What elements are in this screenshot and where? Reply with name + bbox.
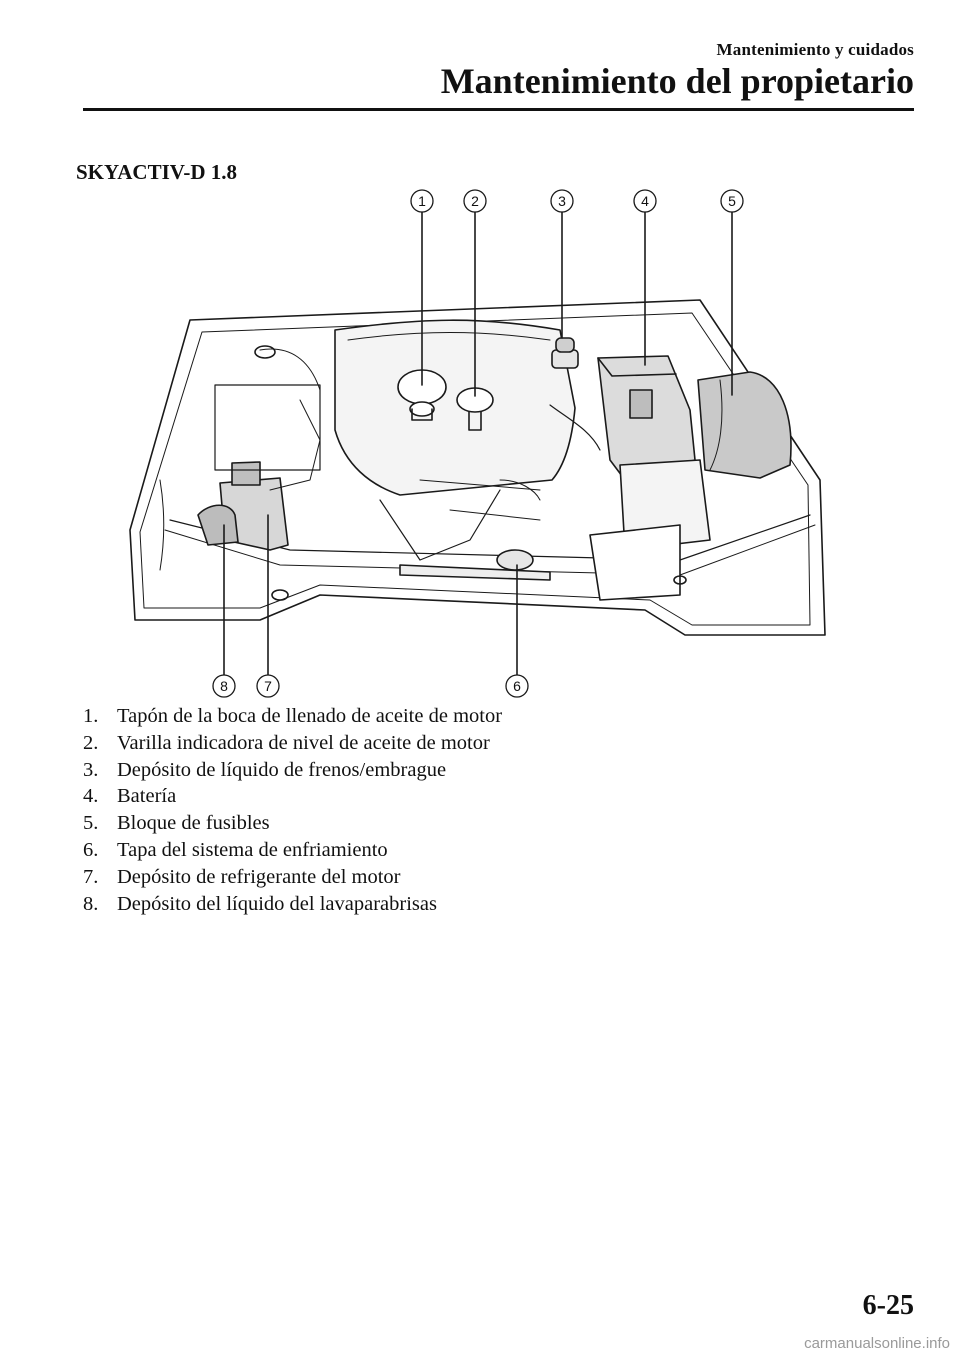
legend-item: 5.Bloque de fusibles bbox=[83, 812, 270, 835]
callout-2: 2 bbox=[463, 189, 487, 213]
watermark: carmanualsonline.info bbox=[804, 1335, 950, 1352]
callout-6: 6 bbox=[505, 674, 529, 698]
callout-7: 7 bbox=[256, 674, 280, 698]
svg-text:7: 7 bbox=[264, 678, 272, 694]
washer-reservoir bbox=[197, 504, 239, 546]
legend-item: 1.Tapón de la boca de llenado de aceite … bbox=[83, 705, 503, 727]
engine-bay-diagram: 1 2 3 4 5 6 7 8 bbox=[129, 189, 826, 698]
callout-5: 5 bbox=[720, 189, 744, 213]
legend-item: 4.Batería bbox=[83, 785, 177, 808]
callout-4: 4 bbox=[633, 189, 657, 213]
engine-cover bbox=[334, 319, 576, 496]
legend-item: 6.Tapa del sistema de enfriamiento bbox=[83, 838, 388, 861]
engine-model-heading: SKYACTIV-D 1.8 bbox=[76, 160, 238, 184]
svg-text:8: 8 bbox=[220, 678, 228, 694]
svg-text:3: 3 bbox=[558, 193, 566, 209]
svg-text:2: 2 bbox=[471, 193, 479, 209]
svg-text:1: 1 bbox=[418, 193, 426, 209]
header-rule bbox=[83, 108, 914, 111]
legend-item: 2.Varilla indicadora de nivel de aceite … bbox=[83, 731, 490, 754]
svg-text:6: 6 bbox=[513, 678, 521, 694]
svg-text:4: 4 bbox=[641, 193, 649, 209]
component-legend: 1.Tapón de la boca de llenado de aceite … bbox=[83, 703, 502, 917]
callout-8: 8 bbox=[212, 674, 236, 698]
fuse-block bbox=[697, 371, 792, 479]
callout-1: 1 bbox=[410, 189, 434, 213]
section-title: Mantenimiento y cuidados bbox=[716, 40, 914, 59]
page-number: 6-25 bbox=[862, 1290, 914, 1321]
callout-3: 3 bbox=[550, 189, 574, 213]
chapter-title: Mantenimiento del propietario bbox=[440, 61, 914, 101]
coolant-cap bbox=[496, 549, 534, 571]
legend-item: 3.Depósito de líquido de frenos/embrague bbox=[83, 758, 447, 781]
legend-item: 7.Depósito de refrigerante del motor bbox=[83, 865, 401, 888]
legend-item: 8.Depósito del líquido del lavaparabrisa… bbox=[83, 892, 437, 915]
svg-text:5: 5 bbox=[728, 193, 736, 209]
